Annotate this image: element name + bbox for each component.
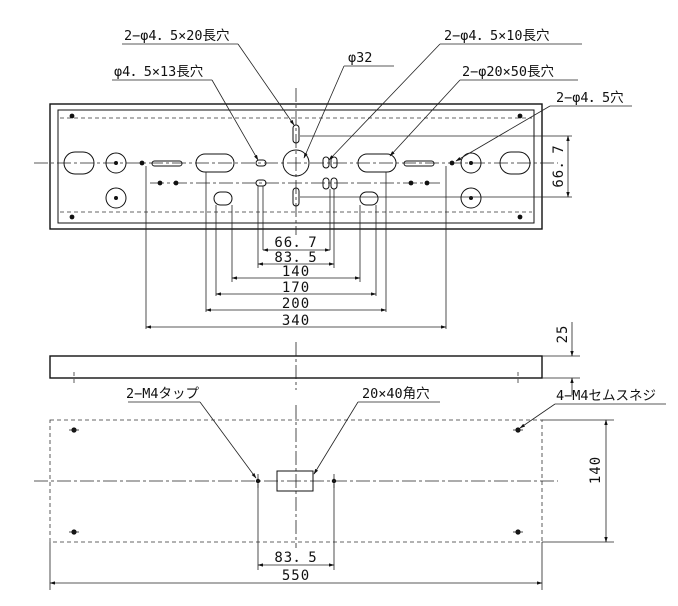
hole-center-32 [282, 149, 310, 177]
label-square-hole: 20×40角穴 [362, 386, 430, 402]
bottom-leaders [128, 401, 666, 479]
top-view [34, 88, 572, 329]
label-slot-10: 2−φ4．5×10長穴 [444, 28, 550, 44]
slot-13-right [403, 160, 435, 167]
side-view [49, 322, 580, 395]
label-hole-32: φ32 [348, 50, 372, 66]
dim-340: 340 [282, 313, 310, 329]
end-slot-left [63, 151, 95, 175]
oval-hole-right [359, 191, 379, 206]
hole-right-lower [460, 187, 482, 209]
top-dimension-lines [145, 248, 447, 329]
slot-20-lower [292, 187, 300, 207]
slot-13-left [151, 160, 183, 167]
dim-140-vertical: 140 [588, 456, 604, 484]
hole-right-upper [460, 152, 482, 174]
bottom-view [34, 405, 614, 590]
label-slot-13: φ4．5×13長穴 [114, 64, 203, 80]
small-holes [69, 113, 523, 220]
slot-50-left [195, 153, 235, 173]
dim-550: 550 [282, 568, 310, 584]
label-screw: 4−M4セムスネジ [556, 388, 656, 404]
label-slot-20: 2−φ4．5×20長穴 [124, 28, 230, 44]
slot-50-right [357, 153, 397, 173]
label-tap: 2−M4タップ [126, 386, 200, 402]
slot-10-right-c [322, 177, 330, 190]
slot-10-right-b [330, 156, 338, 169]
slot-20-upper [292, 124, 300, 144]
dim-200: 200 [282, 296, 310, 312]
screw-marks [69, 427, 523, 535]
dim-83-5-top: 83．5 [274, 250, 317, 266]
dim-66-7-horizontal: 66．7 [274, 235, 317, 251]
top-leaders [112, 43, 632, 162]
label-slot-50: 2−φ20×50長穴 [462, 64, 554, 80]
slot-10-left-a [255, 159, 267, 167]
square-hole [276, 470, 314, 492]
hole-left-upper [105, 152, 127, 174]
dim-66-7-vertical: 66．7 [551, 144, 567, 187]
extension-lines-top [145, 135, 572, 329]
oval-hole-left [213, 191, 233, 206]
dim-83-5-bottom: 83．5 [274, 550, 317, 566]
dim-140-horizontal: 140 [282, 264, 310, 280]
dim-25: 25 [555, 325, 571, 344]
slot-10-left-b [255, 179, 267, 187]
hole-left-lower [105, 187, 127, 209]
dim-170: 170 [282, 280, 310, 296]
slot-10-right-d [330, 177, 338, 190]
label-hole-45: 2−φ4．5穴 [556, 90, 624, 106]
end-slot-right [499, 151, 531, 175]
slot-10-right-a [322, 156, 330, 169]
